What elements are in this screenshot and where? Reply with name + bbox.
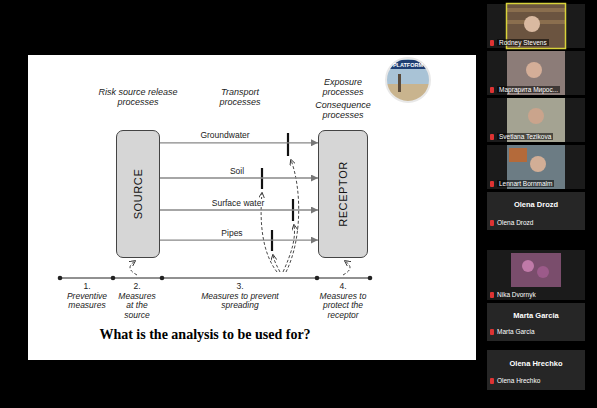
dashed-arrow — [343, 261, 350, 275]
mic-icons — [490, 40, 494, 384]
box-label: SOURCE — [132, 169, 144, 220]
video-tile — [487, 350, 585, 390]
process-box: RECEPTOR — [318, 130, 368, 258]
timeline-dot — [111, 276, 116, 281]
video-tile — [487, 303, 585, 341]
process-box: SOURCE — [116, 130, 160, 258]
video-tile — [487, 4, 585, 48]
logo-sky — [384, 56, 432, 104]
picture-on-wall — [509, 148, 527, 162]
timeline-dot — [315, 276, 320, 281]
participant-name: Svetlana Tezikova — [497, 133, 553, 140]
face — [530, 156, 546, 172]
slide — [28, 55, 476, 360]
logo-ring — [386, 58, 430, 102]
participant-name: Lennart Bornmalm — [497, 180, 554, 187]
flow-arrow — [160, 142, 318, 143]
annotation: Measures to protect the receptor — [317, 292, 369, 320]
annotation: Consequence processes — [308, 101, 378, 121]
video-thumbnail — [511, 253, 561, 287]
flow-arrow — [160, 239, 318, 240]
video-tile — [487, 145, 585, 189]
timeline-dot — [368, 276, 373, 281]
flow-arrow — [160, 209, 318, 210]
video-tile — [487, 250, 585, 300]
participant-name: Olena Drozd — [497, 219, 534, 226]
mic-icon — [490, 40, 494, 46]
timeline-dot — [58, 276, 63, 281]
participant-name: Rodney Stevens — [497, 39, 549, 46]
participant-name: Marta Garcia — [490, 312, 582, 320]
mic-icon — [490, 87, 494, 93]
dashed-arrow — [130, 261, 137, 275]
face — [524, 16, 540, 32]
participant-name: Nika Dvornyk — [497, 291, 536, 298]
mic-icon — [490, 181, 494, 187]
annotation: Risk source release processes — [92, 88, 184, 108]
participant-name: Marta Garcia — [497, 328, 535, 335]
mic-icon — [490, 329, 494, 335]
video-tile — [487, 51, 585, 95]
annotation: Measures to prevent spreading — [201, 292, 279, 311]
barriers — [262, 133, 293, 251]
annotation: Transport processes — [212, 88, 268, 108]
timeline-dot — [160, 276, 165, 281]
logo — [384, 56, 432, 104]
participant-name: Olena Hrechko — [497, 377, 540, 384]
dashed-arrow — [286, 160, 299, 272]
face — [528, 108, 544, 124]
annotation: 2. — [127, 282, 147, 291]
annotation: 1. — [77, 282, 97, 291]
participant-name: Маргарита Мирос... — [497, 86, 560, 93]
annotation: 4. — [333, 282, 353, 291]
logo-post — [398, 74, 401, 92]
participant-name: PLATFORM — [386, 62, 430, 68]
bookshelf — [507, 8, 565, 12]
edge-label: Groundwater — [199, 131, 250, 140]
mic-icon — [490, 292, 494, 298]
timeline-line — [60, 278, 370, 279]
flow-arrow — [160, 177, 318, 178]
flowers — [522, 260, 534, 272]
mic-icon — [490, 134, 494, 140]
participant-name: Olena Hrechko — [490, 360, 582, 368]
video-tile — [487, 98, 585, 142]
annotation: Exposure processes — [313, 78, 373, 98]
face — [526, 62, 542, 78]
participant-name: Olena Drozd — [490, 201, 582, 209]
video-tile — [487, 192, 585, 230]
edge-label: Soil — [229, 167, 245, 176]
slide-title: What is the analysis to be used for? — [99, 327, 310, 343]
annotation: Measures at the source — [116, 292, 158, 320]
edge-label: Surface water — [211, 199, 265, 208]
mic-icon — [490, 378, 494, 384]
dashed-arrow — [283, 225, 295, 272]
participant-tiles — [487, 4, 585, 391]
flowers — [537, 266, 549, 278]
dashed-arrow — [273, 255, 280, 272]
barrier-bar — [287, 133, 289, 156]
box-label: RECEPTOR — [337, 161, 349, 227]
annotation: 3. — [230, 282, 250, 291]
annotation: Preventive measures — [62, 292, 112, 311]
edge-label: Pipes — [220, 229, 243, 238]
timeline — [58, 276, 373, 281]
mic-icon — [490, 220, 494, 226]
